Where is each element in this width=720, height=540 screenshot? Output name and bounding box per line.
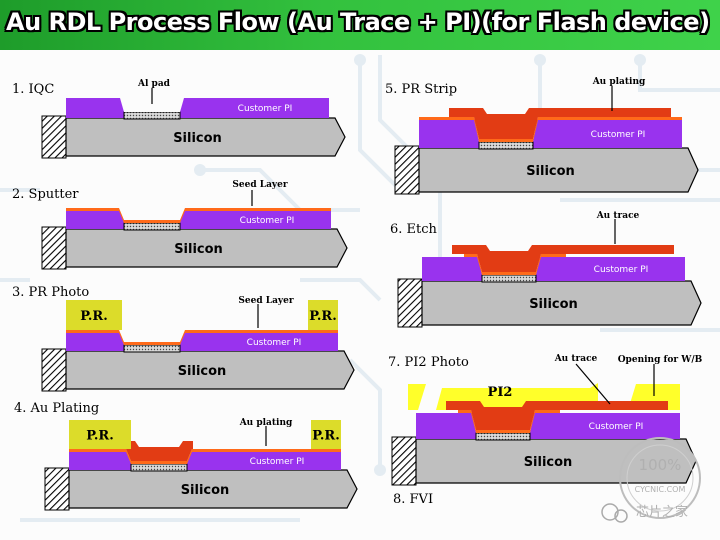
title-bar: Au RDL Process Flow (Au Trace + PI)(for … — [0, 0, 720, 50]
pr-label-left: P.R. — [80, 309, 107, 324]
al-pad — [481, 274, 537, 283]
customer-pi-layer — [416, 413, 680, 439]
step-2-label: 2. Sputter — [12, 187, 79, 202]
step-2-section: Silicon Customer PI 2. Sputter Seed Layer — [12, 180, 348, 270]
callout-label: Al pad — [137, 79, 171, 89]
al-pad — [123, 111, 181, 120]
callout-label: Au plating — [592, 77, 646, 87]
step-4-label: 4. Au Plating — [14, 401, 99, 416]
customer-pi-label: Customer PI — [594, 265, 649, 275]
seed-layer — [66, 330, 338, 345]
pr-block-right — [311, 420, 341, 449]
silicon-label: Silicon — [174, 242, 223, 257]
pr-label-right: P.R. — [312, 429, 339, 444]
customer-pi-label: Customer PI — [247, 338, 302, 348]
seal-percent: 100% — [639, 456, 682, 474]
hatched-block — [397, 278, 423, 328]
au-trace — [446, 401, 668, 430]
seal-ring — [619, 437, 701, 519]
wechat-icon-small — [614, 509, 628, 523]
callout-label: Au plating — [239, 418, 293, 428]
callout-label: Opening for W/B — [618, 355, 703, 365]
pr-block-left — [66, 300, 122, 330]
al-pad — [123, 222, 181, 231]
callout-label: Seed Layer — [232, 180, 287, 190]
callout-label: Au trace — [554, 354, 598, 364]
customer-pi-layer — [422, 257, 685, 281]
silicon-label: Silicon — [524, 455, 573, 470]
au-dip — [483, 108, 529, 114]
step-6-section: Silicon Customer PI 6. Etch Au trace — [390, 211, 702, 328]
step-7-label: 7. PI2 Photo — [388, 355, 469, 370]
pr-label-left: P.R. — [86, 429, 113, 444]
customer-pi-label: Customer PI — [589, 422, 644, 432]
customer-pi-label: Customer PI — [591, 130, 646, 140]
pad-opening — [120, 98, 184, 112]
hatched-block — [394, 145, 420, 195]
au-dip — [135, 441, 183, 447]
step-6-label: 6. Etch — [390, 222, 438, 237]
callout-leader — [575, 363, 611, 405]
au-layer — [449, 108, 671, 139]
al-pad — [475, 432, 531, 441]
pr-label-right: P.R. — [309, 309, 336, 324]
step-3-label: 3. PR Photo — [12, 285, 89, 300]
hatched-block — [391, 436, 417, 486]
al-pad — [478, 141, 534, 150]
customer-pi-label: Customer PI — [250, 457, 305, 467]
step-1-section: Silicon Customer PI 1. IQC Al pad — [12, 79, 346, 159]
hatched-block — [41, 226, 67, 270]
au-dip — [480, 401, 526, 407]
pi2-label: PI2 — [488, 385, 513, 400]
customer-pi-label: Customer PI — [240, 216, 295, 226]
watermark-seal: 100% CYCNIC.COM 芯片之家 — [601, 437, 701, 523]
step-8-label: 8. FVI — [393, 492, 433, 507]
silicon-label: Silicon — [173, 131, 222, 146]
pr-block-right — [308, 300, 338, 330]
silicon-label: Silicon — [181, 483, 230, 498]
seed-layer — [458, 410, 560, 433]
hatched-block — [44, 467, 70, 511]
hatched-block — [41, 115, 67, 159]
seed-layer — [419, 117, 682, 142]
step-5-section: Silicon Customer PI 5. PR Strip Au plating — [385, 77, 699, 195]
silicon-label: Silicon — [529, 297, 578, 312]
callout-label: Au trace — [596, 211, 640, 221]
hatched-block — [41, 348, 67, 392]
seed-layer — [464, 254, 566, 275]
al-pad — [123, 344, 181, 353]
seal-inner-ring — [626, 444, 694, 512]
step-4-section: Silicon Customer PI P.R. P.R. 4. Au PlatingA… — [14, 401, 358, 511]
au-dip — [486, 245, 532, 251]
seal-cn: 芯片之家 — [636, 504, 688, 520]
step-3-section: Silicon Customer PI P.R. P.R. 3. PR PhotoSee… — [12, 285, 355, 392]
seed-layer — [69, 449, 341, 464]
customer-pi-layer — [419, 120, 682, 148]
step-5-label: 5. PR Strip — [385, 82, 457, 97]
wechat-icon — [601, 503, 619, 521]
callout-label: Seed Layer — [238, 296, 293, 306]
silicon-label: Silicon — [178, 364, 227, 379]
al-pad — [130, 463, 188, 472]
pr-block-left — [69, 420, 131, 449]
au-layer — [452, 245, 674, 272]
step-1-label: 1. IQC — [12, 82, 54, 97]
step-7-section: Silicon Customer PI PI2 7. PI2 Photo Au trac… — [388, 354, 703, 486]
seal-site: CYCNIC.COM — [635, 485, 686, 494]
customer-pi-label: Customer PI — [238, 104, 293, 114]
silicon-label: Silicon — [526, 164, 575, 179]
seed-layer — [66, 208, 331, 223]
pi2-left — [408, 384, 426, 410]
slide-title: Au RDL Process Flow (Au Trace + PI)(for … — [6, 8, 710, 36]
